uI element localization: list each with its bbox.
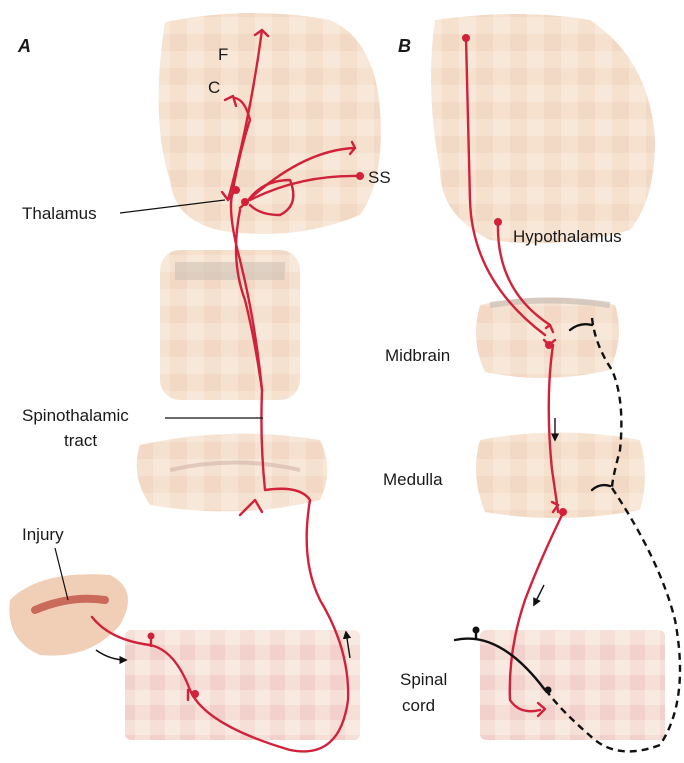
label-medulla: Medulla bbox=[383, 470, 443, 489]
panel-a-brain-section bbox=[159, 13, 381, 234]
panel-a-midbrain-section bbox=[160, 250, 300, 400]
panel-a-label: A bbox=[17, 36, 31, 56]
label-spinothalamic-1: Spinothalamic bbox=[22, 406, 129, 425]
label-f: F bbox=[218, 45, 228, 64]
label-thalamus: Thalamus bbox=[22, 204, 97, 223]
label-midbrain: Midbrain bbox=[385, 346, 450, 365]
panel-b-spinal-section bbox=[480, 630, 665, 740]
panel-b-midbrain-section bbox=[476, 298, 619, 379]
injury-skin-patch bbox=[9, 574, 128, 655]
label-hypothalamus: Hypothalamus bbox=[513, 227, 622, 246]
panel-a-medulla-section bbox=[137, 434, 328, 512]
label-spinal-1: Spinal bbox=[400, 670, 447, 689]
label-ss: SS bbox=[368, 168, 391, 187]
panel-a-spinal-section bbox=[125, 630, 360, 740]
label-spinothalamic-2: tract bbox=[64, 431, 97, 450]
panel-b-brain-section bbox=[431, 14, 655, 243]
label-c: C bbox=[208, 78, 220, 97]
panel-b-label: B bbox=[398, 36, 411, 56]
label-injury: Injury bbox=[22, 525, 64, 544]
label-spinal-2: cord bbox=[402, 696, 435, 715]
